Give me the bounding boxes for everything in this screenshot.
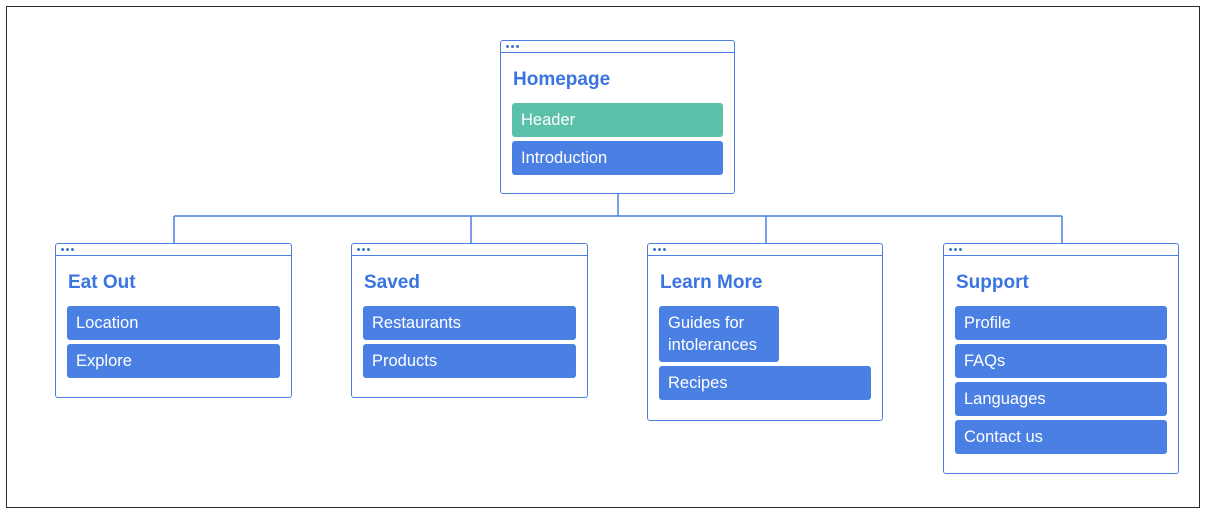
window-titlebar — [352, 244, 587, 256]
window-dot-icon — [653, 248, 656, 251]
window-titlebar — [56, 244, 291, 256]
learn-more-item-recipes: Recipes — [659, 366, 871, 400]
window-dot-icon — [61, 248, 64, 251]
window-dot-icon — [516, 45, 519, 48]
saved-item-restaurants: Restaurants — [363, 306, 576, 340]
saved-window: Saved Restaurants Products — [351, 243, 588, 398]
window-dot-icon — [511, 45, 514, 48]
window-dot-icon — [66, 248, 69, 251]
window-titlebar — [648, 244, 882, 256]
eat-out-title: Eat Out — [68, 272, 136, 293]
window-titlebar — [501, 41, 734, 53]
homepage-window: Homepage Header Introduction — [500, 40, 735, 194]
diagram-frame — [6, 6, 1200, 508]
window-dot-icon — [362, 248, 365, 251]
learn-more-title: Learn More — [660, 272, 763, 293]
window-dot-icon — [663, 248, 666, 251]
eat-out-window: Eat Out Location Explore — [55, 243, 292, 398]
window-dot-icon — [658, 248, 661, 251]
saved-item-products: Products — [363, 344, 576, 378]
support-title: Support — [956, 272, 1029, 293]
homepage-item-header: Header — [512, 103, 723, 137]
window-dot-icon — [506, 45, 509, 48]
window-dot-icon — [959, 248, 962, 251]
window-dot-icon — [949, 248, 952, 251]
saved-title: Saved — [364, 272, 420, 293]
support-item-languages: Languages — [955, 382, 1167, 416]
window-dot-icon — [954, 248, 957, 251]
support-item-contact-us: Contact us — [955, 420, 1167, 454]
window-dot-icon — [367, 248, 370, 251]
learn-more-item-guides: Guides for intolerances — [659, 306, 779, 362]
support-item-faqs: FAQs — [955, 344, 1167, 378]
homepage-title: Homepage — [513, 69, 611, 90]
support-item-profile: Profile — [955, 306, 1167, 340]
window-dot-icon — [357, 248, 360, 251]
support-window: Support Profile FAQs Languages Contact u… — [943, 243, 1179, 474]
learn-more-window: Learn More Guides for intolerances Recip… — [647, 243, 883, 421]
window-dot-icon — [71, 248, 74, 251]
eat-out-item-explore: Explore — [67, 344, 280, 378]
eat-out-item-location: Location — [67, 306, 280, 340]
homepage-item-introduction: Introduction — [512, 141, 723, 175]
window-titlebar — [944, 244, 1178, 256]
